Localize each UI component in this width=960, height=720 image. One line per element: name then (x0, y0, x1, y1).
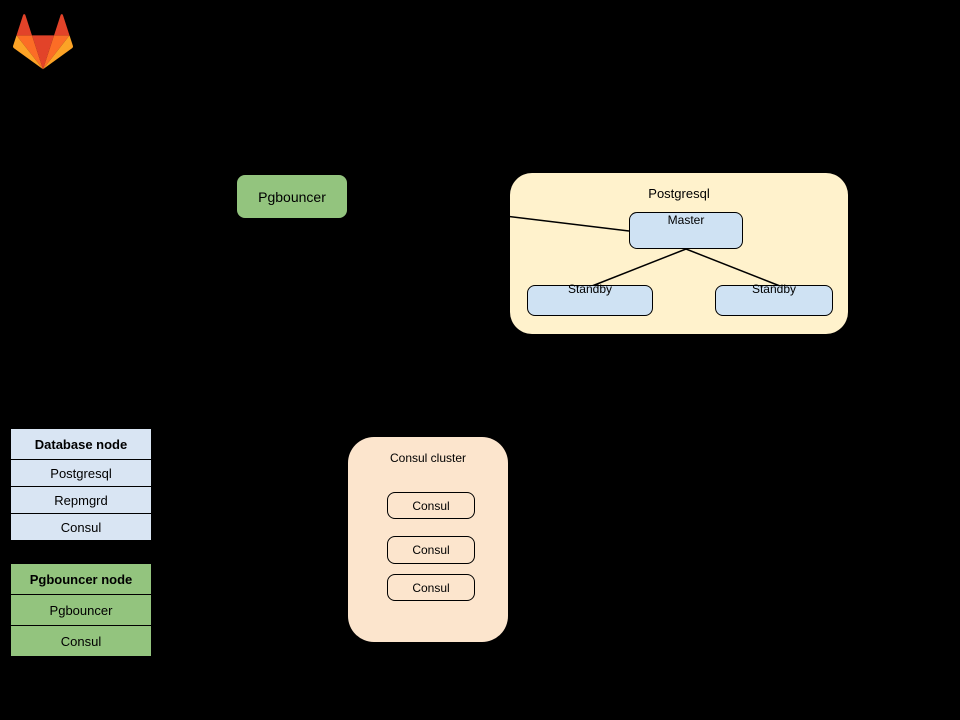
standby-node-left-label: Standby (567, 282, 613, 296)
gitlab-logo-icon (13, 14, 73, 70)
database-node-table-row: Consul (10, 513, 152, 541)
pgbouncer-node-table-header: Pgbouncer node (10, 563, 152, 595)
consul-node-2: Consul (387, 536, 475, 564)
database-node-table-header: Database node (10, 428, 152, 460)
consul-node-3-label: Consul (412, 580, 450, 595)
pgbouncer-node-table-row: Consul (10, 625, 152, 657)
consul-node-3: Consul (387, 574, 475, 601)
standby-node-right: Standby (715, 282, 833, 316)
standby-node-right-label: Standby (751, 282, 797, 296)
consul-node-1: Consul (387, 492, 475, 519)
standby-node-left: Standby (527, 282, 653, 316)
consul-node-2-label: Consul (412, 543, 450, 557)
master-node: Master (629, 212, 743, 249)
consul-cluster-title: Consul cluster (389, 451, 467, 465)
database-node-table-row: Postgresql (10, 459, 152, 487)
master-node-label: Master (667, 213, 705, 227)
database-node-table-row: Repmgrd (10, 486, 152, 514)
pgbouncer-node-label: Pgbouncer (258, 188, 326, 205)
postgresql-cluster-title: Postgresql (648, 186, 710, 201)
legend-database-node-table: Database node Postgresql Repmgrd Consul (10, 428, 152, 541)
legend-pgbouncer-node-table: Pgbouncer node Pgbouncer Consul (10, 563, 152, 657)
pgbouncer-node: Pgbouncer (237, 175, 347, 218)
consul-node-1-label: Consul (412, 498, 450, 513)
pgbouncer-node-table-row: Pgbouncer (10, 594, 152, 626)
